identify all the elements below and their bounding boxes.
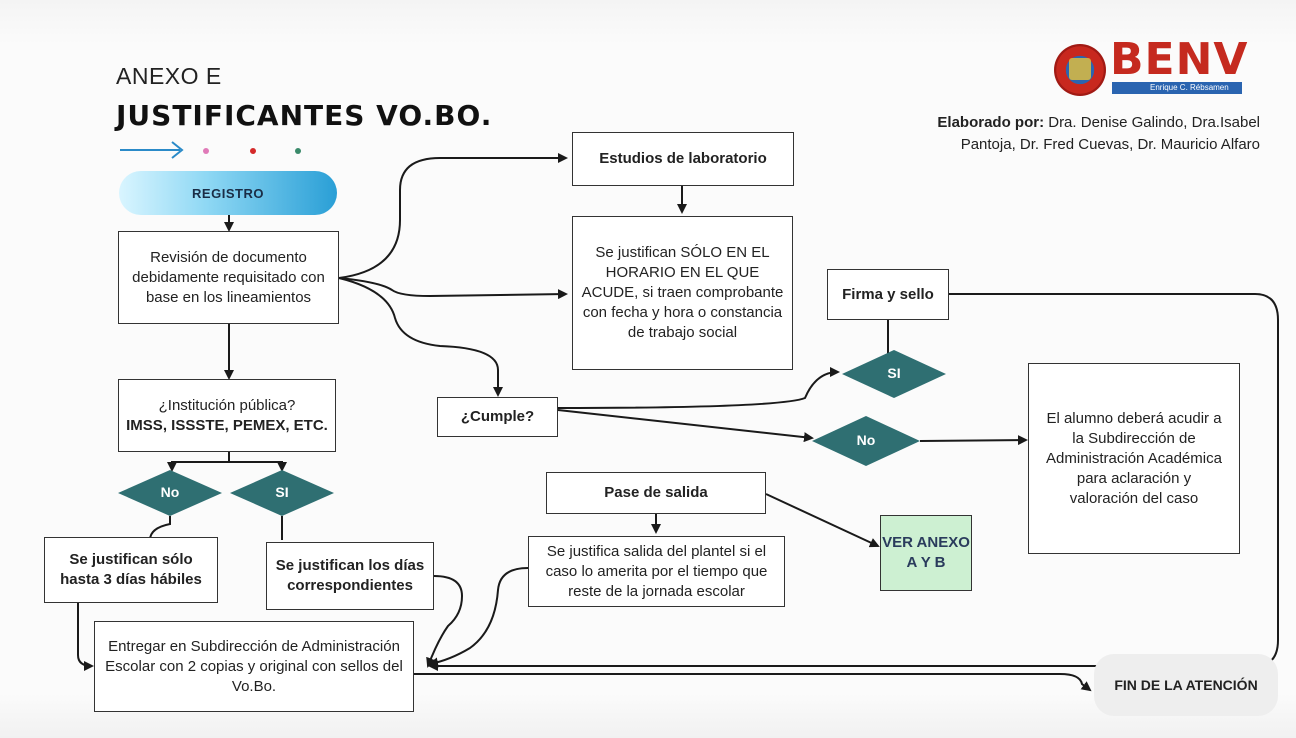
arrow-cumple-no [557,409,814,443]
arrow-diascorr-entregar [426,575,464,668]
arrow-institucion-no [167,452,230,472]
cumple-box: ¿Cumple? [437,397,558,437]
alumno-box: El alumno deberá acudir a la Subdirecció… [1028,363,1240,554]
arrow-salida-entregar [428,567,529,668]
diamond-si-right [842,350,946,398]
institucion-box: ¿Institución pública? IMSS, ISSSTE, PEME… [118,379,336,452]
arrow-no-alumno [919,435,1028,446]
credits-line1: Dra. Denise Galindo, Dra.Isabel [1048,114,1260,131]
arrow-pase-anexo [765,493,880,548]
arrow-revision-estudios [338,153,568,279]
logo-subtitle: Enrique C. Rébsamen [1150,83,1229,92]
firma-box: Firma y sello [827,269,949,320]
diamond-si-left [230,470,334,516]
pink-dot-icon [203,148,209,154]
horario-box: Se justifican SÓLO EN EL HORARIO EN EL Q… [572,216,793,370]
credits-line2: Pantoja, Dr. Fred Cuevas, Dr. Mauricio A… [960,136,1260,153]
diamond-no-left [118,470,222,516]
diamond-no-right-label: No [856,432,876,448]
benv-logo: BENV Enrique C. Rébsamen [1054,38,1247,98]
diamond-no-left-label: No [160,484,180,500]
seal-icon [1054,44,1106,96]
revision-box: Revisión de documento debidamente requis… [118,231,339,324]
arrow-entregar-fin [414,673,1092,692]
annex-label: ANEXO E [116,63,222,89]
estudios-box: Estudios de laboratorio [572,132,794,186]
logo-bar [1112,82,1242,94]
diamond-si-right-label: SI [887,365,901,381]
arrow-tresdias-entregar [77,602,94,671]
credits: Elaborado por: Dra. Denise Galindo, Dra.… [850,112,1260,156]
arrow-revision-horario [338,277,568,300]
tres-dias-box: Se justifican sólo hasta 3 días hábiles [44,537,218,603]
diamond-no-right [812,416,920,466]
dias-correspondientes-box: Se justifican los días correspondientes [266,542,434,610]
registro-start: REGISTRO [119,171,337,215]
entregar-box: Entregar en Subdirección de Administraci… [94,621,414,712]
ver-anexo-box: VER ANEXO A Y B [880,515,972,591]
credits-label: Elaborado por: [937,114,1045,131]
arrow-cumple-si [557,367,840,409]
institucion-list: IMSS, ISSSTE, PEMEX, ETC. [126,416,328,434]
salida-box: Se justifica salida del plantel si el ca… [528,536,785,607]
green-dot-icon [295,148,301,154]
fin-atencion: FIN DE LA ATENCIÓN [1094,654,1278,716]
red-dot-icon [250,148,256,154]
pase-box: Pase de salida [546,472,766,514]
logo-text: BENV [1110,34,1249,85]
arrow-institucion-si [229,461,287,472]
diamond-si-left-label: SI [275,484,289,500]
arrow-revision-cumple [338,277,503,397]
decorative-arrow-dots [120,141,301,159]
page-title: JUSTIFICANTES VO.BO. [116,99,493,132]
institucion-question: ¿Institución pública? [158,396,296,414]
